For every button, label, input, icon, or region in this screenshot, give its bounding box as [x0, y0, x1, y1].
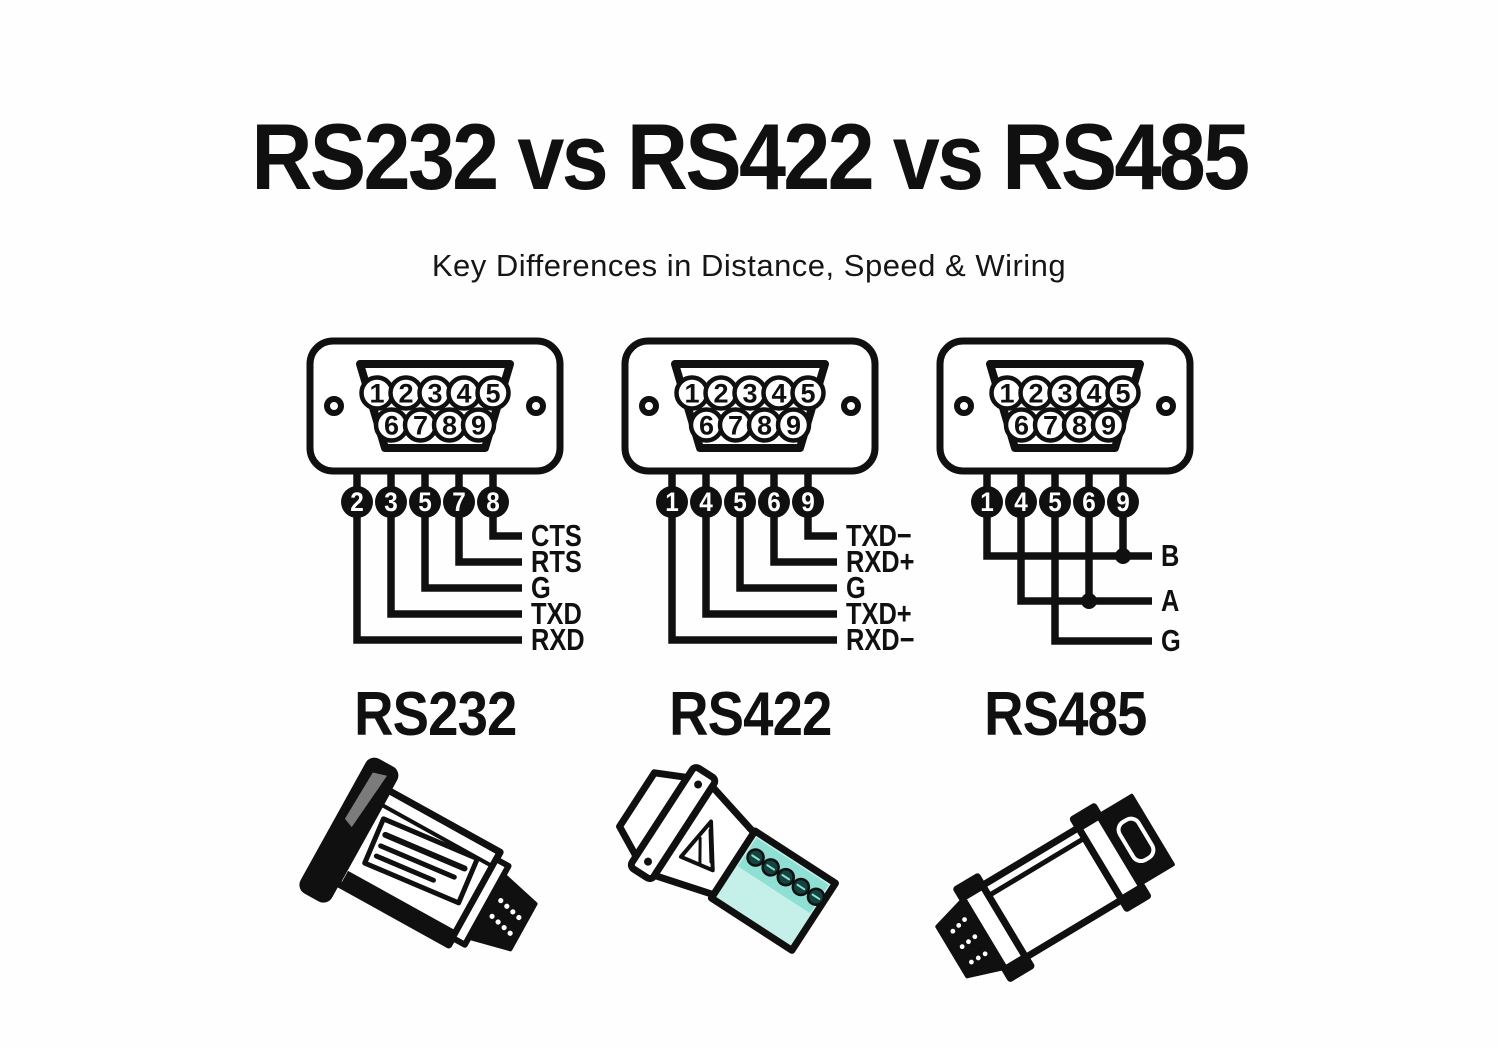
svg-text:RXD−: RXD− — [846, 623, 914, 658]
svg-text:8: 8 — [442, 411, 457, 441]
svg-text:6: 6 — [384, 411, 399, 441]
page-title: RS232 vs RS422 vs RS485 — [250, 104, 1250, 209]
svg-text:9: 9 — [1116, 488, 1130, 517]
panel-name-label: RS485 — [983, 680, 1147, 749]
svg-text:9: 9 — [1101, 411, 1116, 441]
svg-text:1: 1 — [999, 379, 1014, 409]
svg-text:RTS: RTS — [531, 545, 582, 580]
svg-text:8: 8 — [1072, 411, 1087, 441]
svg-text:2: 2 — [713, 379, 728, 409]
svg-text:TXD−: TXD− — [846, 519, 912, 554]
svg-text:4: 4 — [456, 379, 471, 409]
svg-text:3: 3 — [742, 379, 757, 409]
svg-text:4: 4 — [699, 488, 713, 517]
svg-text:6: 6 — [699, 411, 714, 441]
svg-text:1: 1 — [665, 488, 679, 517]
svg-text:1: 1 — [980, 488, 994, 517]
svg-text:4: 4 — [771, 379, 786, 409]
rs422-adapter-illustration — [616, 764, 839, 954]
rs232-adapter-illustration — [299, 757, 538, 952]
svg-text:7: 7 — [728, 411, 743, 441]
svg-text:B: B — [1161, 539, 1179, 574]
svg-text:4: 4 — [1014, 488, 1028, 517]
svg-text:5: 5 — [418, 488, 432, 517]
svg-text:3: 3 — [427, 379, 442, 409]
rs485-adapter-illustration — [935, 793, 1175, 982]
svg-text:CTS: CTS — [531, 519, 582, 554]
svg-text:7: 7 — [1043, 411, 1058, 441]
svg-text:5: 5 — [1115, 379, 1130, 409]
svg-text:5: 5 — [485, 379, 500, 409]
svg-text:7: 7 — [452, 488, 466, 517]
svg-text:2: 2 — [1028, 379, 1043, 409]
svg-text:9: 9 — [786, 411, 801, 441]
svg-text:1: 1 — [369, 379, 384, 409]
svg-text:RXD: RXD — [531, 623, 585, 658]
svg-text:5: 5 — [733, 488, 747, 517]
svg-text:4: 4 — [1086, 379, 1101, 409]
svg-text:A: A — [1161, 584, 1179, 619]
page-subtitle: Key Differences in Distance, Speed & Wir… — [431, 248, 1067, 283]
panel-name-label: RS232 — [353, 680, 517, 749]
svg-text:3: 3 — [1057, 379, 1072, 409]
svg-text:7: 7 — [413, 411, 428, 441]
svg-text:6: 6 — [1014, 411, 1029, 441]
svg-text:2: 2 — [398, 379, 413, 409]
svg-text:8: 8 — [486, 488, 500, 517]
svg-text:6: 6 — [1082, 488, 1096, 517]
svg-text:9: 9 — [471, 411, 486, 441]
svg-text:8: 8 — [757, 411, 772, 441]
svg-text:TXD: TXD — [531, 597, 582, 632]
svg-text:5: 5 — [1048, 488, 1062, 517]
svg-text:3: 3 — [384, 488, 398, 517]
svg-text:RXD+: RXD+ — [846, 545, 914, 580]
svg-text:2: 2 — [350, 488, 364, 517]
svg-text:9: 9 — [801, 488, 815, 517]
panel-name-label: RS422 — [668, 680, 832, 749]
svg-text:1: 1 — [684, 379, 699, 409]
svg-text:TXD+: TXD+ — [846, 597, 912, 632]
svg-text:6: 6 — [767, 488, 781, 517]
svg-text:G: G — [531, 571, 551, 606]
svg-text:G: G — [1161, 624, 1181, 659]
svg-text:5: 5 — [800, 379, 815, 409]
svg-text:G: G — [846, 571, 866, 606]
